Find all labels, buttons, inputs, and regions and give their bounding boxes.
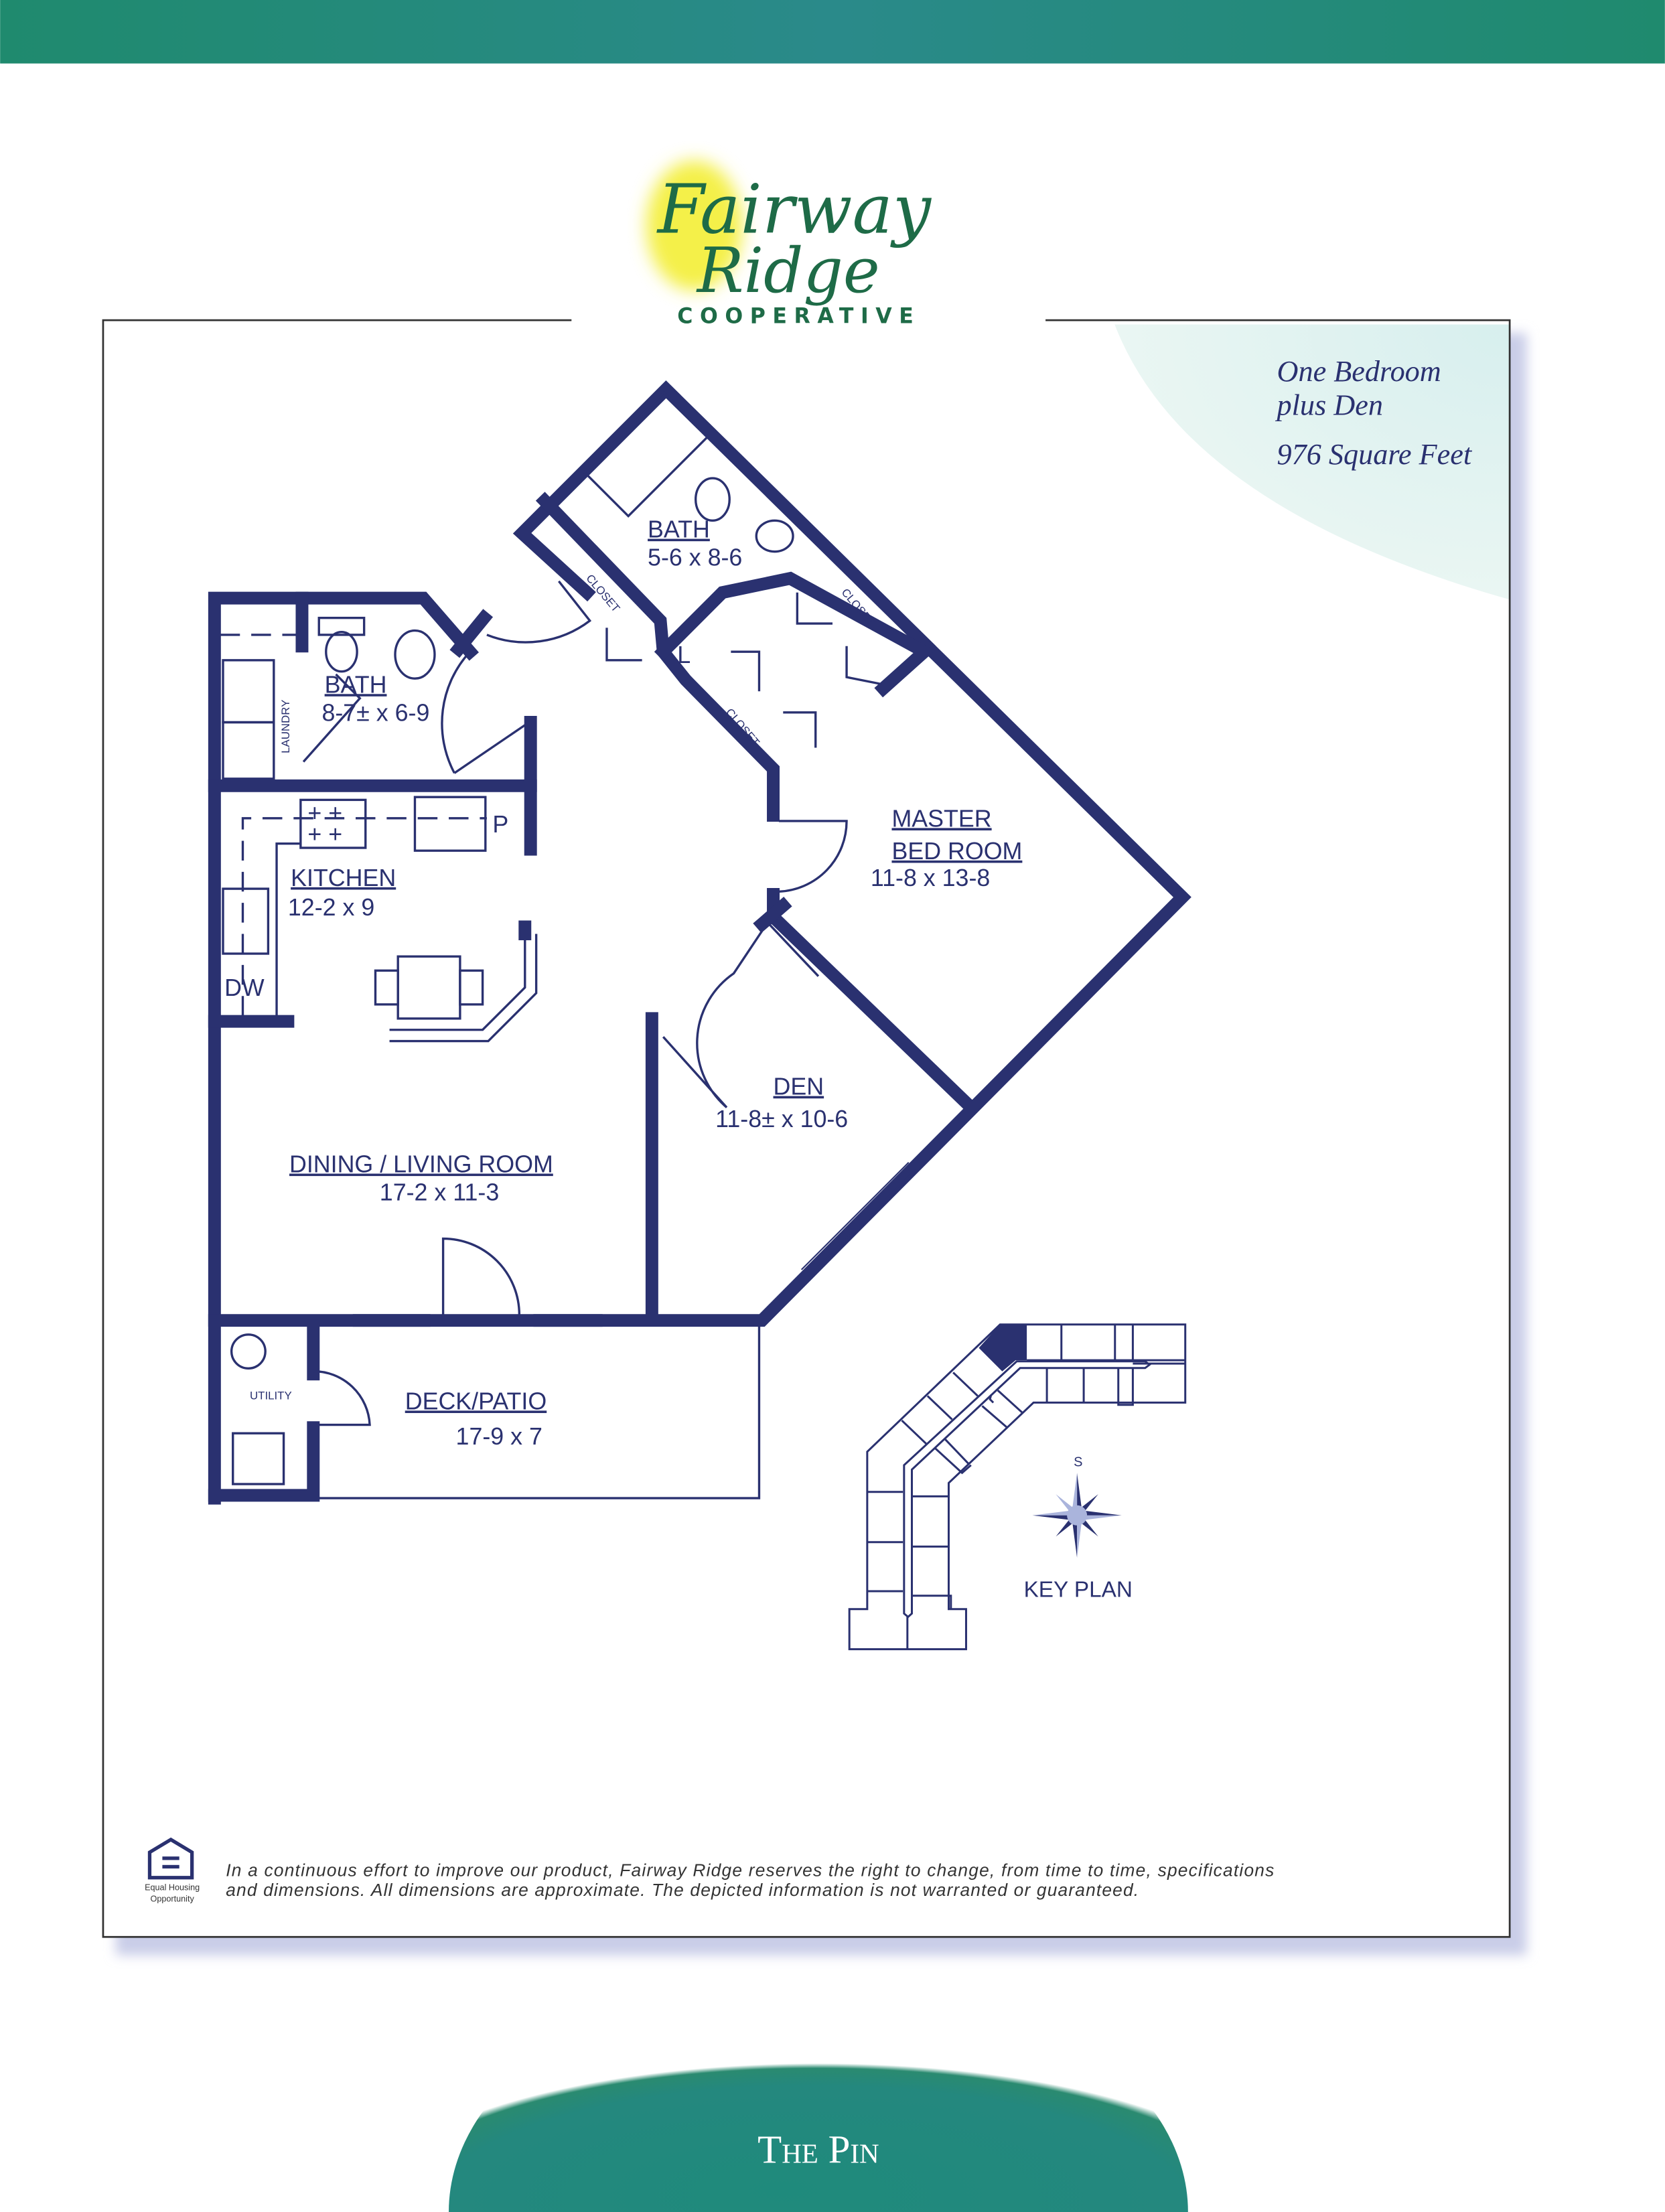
window	[352, 1314, 603, 1327]
unit-area: 976 Square Feet	[1277, 438, 1473, 471]
window	[1018, 956, 1125, 1061]
fairway-ridge-logo: Fairway Ridge COOPERATIVE	[646, 161, 932, 328]
linen-label: L	[677, 642, 691, 668]
burner-marks: + +	[307, 821, 342, 848]
master-bath-wall	[535, 492, 780, 822]
eho-label-2: Opportunity	[151, 1895, 195, 1904]
building-outline	[848, 1323, 1187, 1651]
den-master-stub	[753, 897, 792, 934]
patio-door	[441, 1237, 521, 1321]
exterior-wall	[208, 591, 480, 1505]
refrigerator	[413, 796, 487, 852]
den-dims: 11-8± x 10-6	[715, 1106, 848, 1132]
master-bed-label-2: BED ROOM	[891, 838, 1022, 865]
bottom-dome	[449, 1972, 1188, 2212]
laundry-label: LAUNDRY	[279, 700, 292, 753]
compass-rose-icon	[1032, 1473, 1122, 1558]
master-door	[778, 820, 848, 893]
toilet	[694, 477, 731, 522]
range	[299, 798, 367, 849]
utility-walls	[208, 1319, 320, 1502]
exterior-wall	[208, 380, 1191, 1327]
deck-label: DECK/PATIO	[405, 1388, 547, 1414]
key-plan-title: KEY PLAN	[1024, 1577, 1133, 1602]
bath-dims: 8-7± x 6-9	[321, 699, 429, 726]
unit-type-line1: One Bedroom	[1277, 355, 1441, 388]
unit-name: The Pin	[757, 2127, 879, 2171]
linen-wall	[654, 571, 936, 698]
kitchen-dims: 12-2 x 9	[288, 894, 374, 921]
laundry-door	[302, 673, 362, 763]
den-door	[662, 930, 764, 1108]
unit-type-line2: plus Den	[1275, 388, 1383, 421]
unit-dividers	[867, 1324, 1185, 1649]
toilet-tank	[317, 616, 366, 636]
bathtub	[583, 390, 710, 518]
den-label: DEN	[774, 1074, 824, 1100]
utility-label: UTILITY	[250, 1390, 292, 1402]
svg-text:Fairway: Fairway	[656, 170, 932, 249]
svg-text:COOPERATIVE: COOPERATIVE	[677, 304, 920, 328]
deck-dims: 17-9 x 7	[456, 1423, 542, 1450]
upper-cabinets	[241, 817, 487, 1016]
corridor	[903, 1360, 1151, 1619]
dining-living-dims: 17-2 x 11-3	[380, 1179, 499, 1206]
counter-edge	[275, 842, 301, 1016]
master-den-door	[768, 923, 820, 977]
master-bed-label: MASTER	[891, 805, 991, 832]
pantry-label: P	[492, 811, 508, 838]
dryer	[222, 721, 275, 780]
master-bed-dims: 11-8 x 13-8	[871, 865, 990, 891]
master-bath-dims: 5-6 x 8-6	[648, 544, 742, 571]
dining-living-label: DINING / LIVING ROOM	[289, 1151, 553, 1178]
water-heater	[230, 1333, 267, 1370]
svg-text:Ridge: Ridge	[696, 234, 880, 307]
closet-doors	[605, 592, 883, 748]
sink	[394, 629, 436, 680]
key-plan: S KEY PLAN	[848, 1323, 1187, 1651]
frame-border	[102, 319, 1511, 1938]
entry-door	[486, 580, 592, 644]
utility-door	[313, 1370, 371, 1426]
compass-label: S	[1074, 1455, 1082, 1469]
window	[800, 1162, 917, 1278]
bath-door	[441, 651, 526, 774]
kitchen-peninsula	[389, 934, 538, 1043]
highlighted-unit	[979, 1324, 1027, 1372]
sink	[755, 519, 794, 553]
bath-label: BATH	[325, 671, 387, 698]
eho-label: Equal Housing	[145, 1883, 200, 1893]
kitchen-sink	[222, 887, 270, 955]
chair	[374, 969, 399, 1006]
dishwasher-label: DW	[224, 974, 265, 1001]
kitchen-label: KITCHEN	[291, 865, 396, 891]
floor-plan: + + + + DW P BATH 5-6 x 8-6 CLOSET CLOSE…	[208, 380, 1191, 1505]
disclaimer-line1: In a continuous effort to improve our pr…	[226, 1860, 1274, 1881]
chair	[459, 969, 484, 1006]
corner-glow	[1114, 324, 1510, 600]
bath-door-stub	[449, 609, 494, 658]
deck-outline	[313, 1326, 761, 1499]
equal-housing-icon	[147, 1837, 194, 1880]
master-bath-label: BATH	[648, 516, 710, 543]
burner-marks: + +	[307, 800, 342, 826]
top-color-band	[0, 0, 1665, 64]
disclaimer-line2: and dimensions. All dimensions are appro…	[226, 1880, 1139, 1900]
furnace	[232, 1432, 285, 1485]
toilet	[325, 631, 358, 673]
